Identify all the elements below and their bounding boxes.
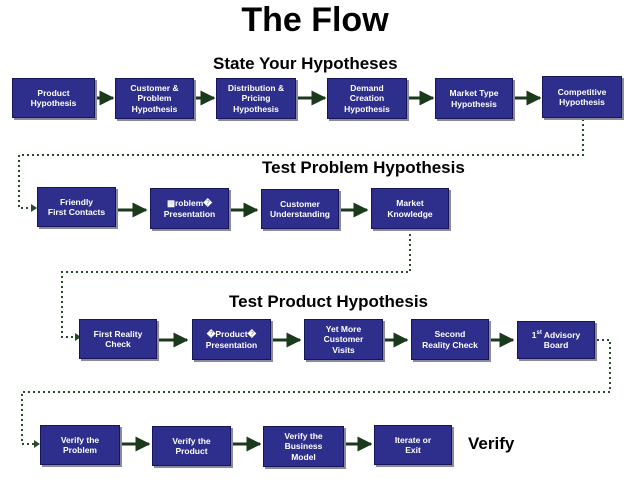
box-demand-creation-hypothesis: Demand Creation Hypothesis (327, 78, 407, 119)
box-yet-more-customer-visits: Yet More Customer Visits (304, 319, 383, 360)
box-product-presentation: �Product� Presentation (192, 319, 271, 360)
diagram-title: The Flow (241, 1, 389, 39)
section-title-test-problem: Test Problem Hypothesis (262, 158, 465, 177)
advisory-board-text: 1st Advisory Board (531, 329, 581, 351)
box-problem-presentation: ▩roblem� Presentation (150, 188, 229, 229)
box-verify-the-problem: Verify the Problem (40, 425, 120, 465)
dotted-connector-2 (61, 229, 411, 338)
section-title-verify: Verify (468, 434, 515, 453)
box-verify-the-product: Verify the Product (152, 426, 231, 466)
box-customer-problem-hypothesis: Customer & Problem Hypothesis (115, 78, 194, 119)
box-distribution-pricing-hypothesis: Distribution & Pricing Hypothesis (216, 78, 296, 119)
box-friendly-first-contacts: Friendly First Contacts (37, 187, 116, 227)
box-iterate-or-exit: Iterate or Exit (374, 425, 452, 465)
box-advisory-board: 1st Advisory Board (517, 321, 595, 359)
section-title-state-hypotheses: State Your Hypotheses (213, 54, 398, 73)
box-customer-understanding: Customer Understanding (261, 189, 339, 229)
dotted-connector-3 (21, 339, 611, 445)
box-first-reality-check: First Reality Check (79, 319, 157, 359)
section-title-test-product: Test Product Hypothesis (229, 292, 428, 311)
box-second-reality-check: Second Reality Check (411, 319, 489, 360)
box-market-type-hypothesis: Market Type Hypothesis (435, 78, 513, 119)
dotted-connector-1-head (31, 204, 37, 212)
dotted-connector-3-head (34, 440, 40, 448)
box-market-knowledge: Market Knowledge (371, 188, 449, 229)
box-verify-the-business-model: Verify the Business Model (263, 426, 344, 467)
box-competitive-hypothesis: Competitive Hypothesis (542, 76, 622, 118)
box-product-hypothesis: Product Hypothesis (12, 78, 95, 118)
dotted-connector-2-head (75, 333, 81, 341)
dotted-connector-1 (18, 119, 584, 209)
